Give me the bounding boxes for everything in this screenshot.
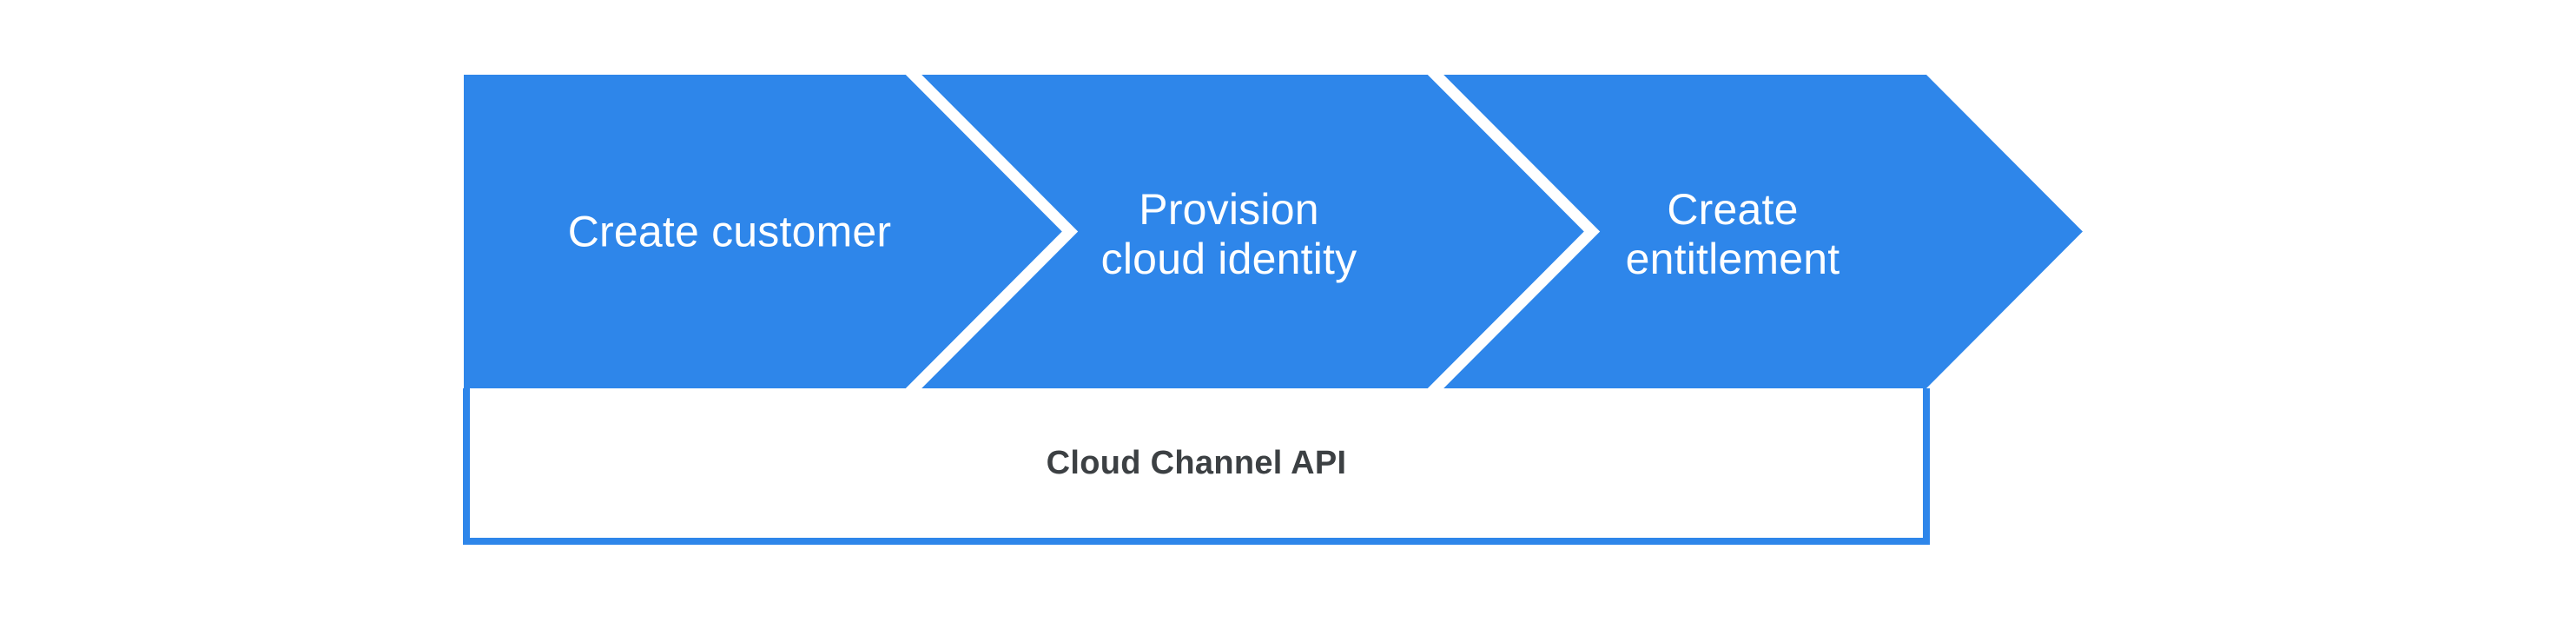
stage-label-create-customer: Create customer	[567, 207, 892, 256]
chevron-separator-icon	[1425, 75, 1601, 388]
cloud-channel-api-label: Cloud Channel API	[1046, 444, 1347, 481]
chevron-separator-icon	[903, 75, 1079, 388]
stage-label-provision-cloud-identity: Provision cloud identity	[1100, 185, 1357, 283]
stage-label-create-entitlement: Create entitlement	[1625, 185, 1840, 283]
process-arrow-shape	[464, 75, 2083, 388]
cloud-channel-api-box: Cloud Channel API	[463, 388, 1930, 545]
